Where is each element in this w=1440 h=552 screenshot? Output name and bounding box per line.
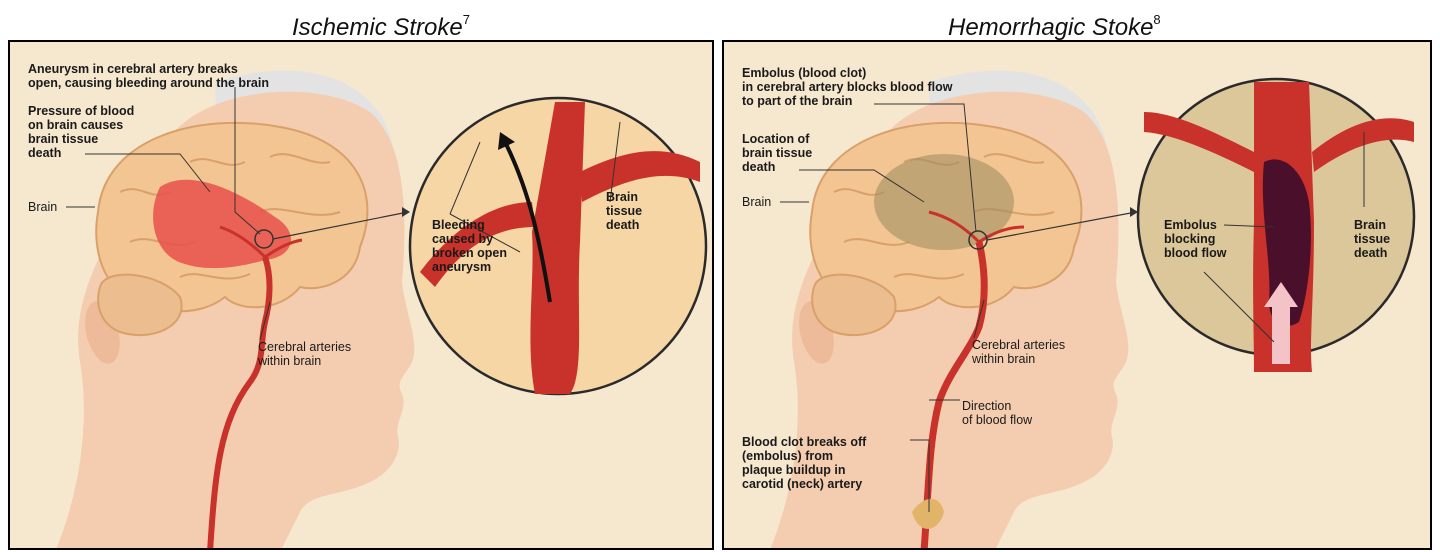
label-pressure: Pressure of blood on brain causes brain … [28, 104, 134, 160]
ischemic-ref: 7 [463, 12, 470, 27]
label-brain: Brain [28, 200, 57, 214]
label-arteries: Cerebral arteries within brain [972, 338, 1065, 366]
label-tissue: Brain tissue death [1354, 218, 1390, 260]
label-clot-breaks: Blood clot breaks off (embolus) from pla… [742, 435, 866, 491]
panel-title-hemorrhagic: Hemorrhagic Stoke8 [948, 14, 1161, 42]
label-direction: Direction of blood flow [962, 399, 1032, 427]
label-arteries: Cerebral arteries within brain [258, 340, 351, 368]
hemorrhagic-ref: 8 [1153, 12, 1160, 27]
hemorrhagic-panel: Embolus (blood clot) in cerebral artery … [722, 40, 1432, 550]
panel-title-ischemic: Ischemic Stroke7 [292, 14, 470, 42]
ischemic-title-text: Ischemic Stroke [292, 14, 463, 41]
label-aneurysm: Aneurysm in cerebral artery breaks open,… [28, 62, 269, 90]
hemorrhagic-title-text: Hemorrhagic Stoke [948, 14, 1153, 41]
label-embolus-blocking: Embolus blocking blood flow [1164, 218, 1226, 260]
zoom-connector-arrowhead [402, 207, 410, 217]
label-brain: Brain [742, 195, 771, 209]
label-embolus-clot: Embolus (blood clot) in cerebral artery … [742, 66, 952, 108]
label-location: Location of brain tissue death [742, 132, 812, 174]
ischemic-panel: Aneurysm in cerebral artery breaks open,… [8, 40, 714, 550]
label-tissue: Brain tissue death [606, 190, 642, 232]
label-bleeding: Bleeding caused by broken open aneurysm [432, 218, 507, 274]
